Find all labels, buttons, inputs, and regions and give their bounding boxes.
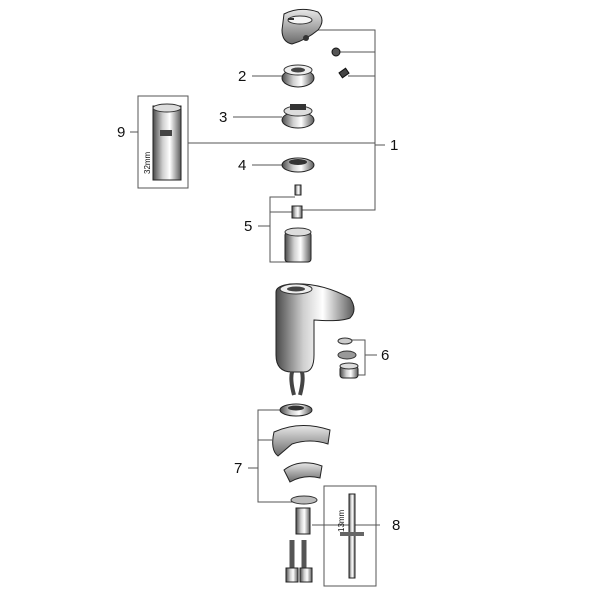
washer-ring (281, 157, 315, 173)
callout-6: 6 (381, 347, 389, 364)
callout-5: 5 (244, 218, 252, 235)
callout-8: 8 (392, 517, 400, 534)
tool-13mm-label: 13mm (337, 509, 346, 532)
mounting-set (272, 403, 331, 535)
callout-7: 7 (234, 460, 242, 477)
cartridge (284, 184, 312, 263)
tool-box-13mm: 13mm (323, 485, 377, 587)
supply-hoses (285, 540, 313, 583)
faucet-body (275, 283, 355, 396)
tool-32mm-label: 32mm (143, 151, 152, 174)
callout-9: 9 (117, 124, 125, 141)
cap-ring (281, 64, 315, 88)
set-screw (331, 47, 350, 79)
callout-3: 3 (219, 109, 227, 126)
aerator (337, 337, 359, 379)
tool-box-32mm: 32mm (137, 95, 189, 189)
retaining-nut (281, 104, 315, 129)
callout-1: 1 (390, 137, 398, 154)
callout-2: 2 (238, 68, 246, 85)
callout-4: 4 (238, 157, 246, 174)
lever-handle (281, 8, 323, 45)
